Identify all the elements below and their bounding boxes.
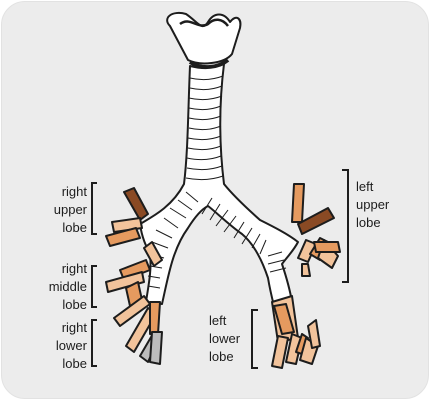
label-left-lower-lobe: left lower lobe <box>209 313 241 364</box>
right-lower-lobe-bronchi <box>113 281 163 365</box>
right-upper-lobe-bronchi <box>105 187 149 247</box>
label-left-upper-lobe: left upper lobe <box>356 179 390 230</box>
right-middle-lobe-bronchi <box>105 241 163 293</box>
larynx <box>166 12 242 69</box>
bracket-right-upper <box>91 182 97 235</box>
label-right-middle-lobe: right middle lobe <box>48 261 87 312</box>
trachea-and-main-bronchi <box>139 63 299 307</box>
label-right-lower-lobe: right lower lobe <box>55 320 87 371</box>
label-right-upper-lobe: right upper lobe <box>53 184 87 235</box>
bracket-left-lower <box>251 309 258 369</box>
bracket-left-upper <box>342 169 349 283</box>
left-upper-lobe-bronchi <box>291 183 341 277</box>
bracket-right-middle <box>91 265 97 308</box>
label-brackets <box>91 169 349 369</box>
bracket-right-lower <box>91 319 97 367</box>
left-lower-lobe-bronchi <box>271 295 321 369</box>
